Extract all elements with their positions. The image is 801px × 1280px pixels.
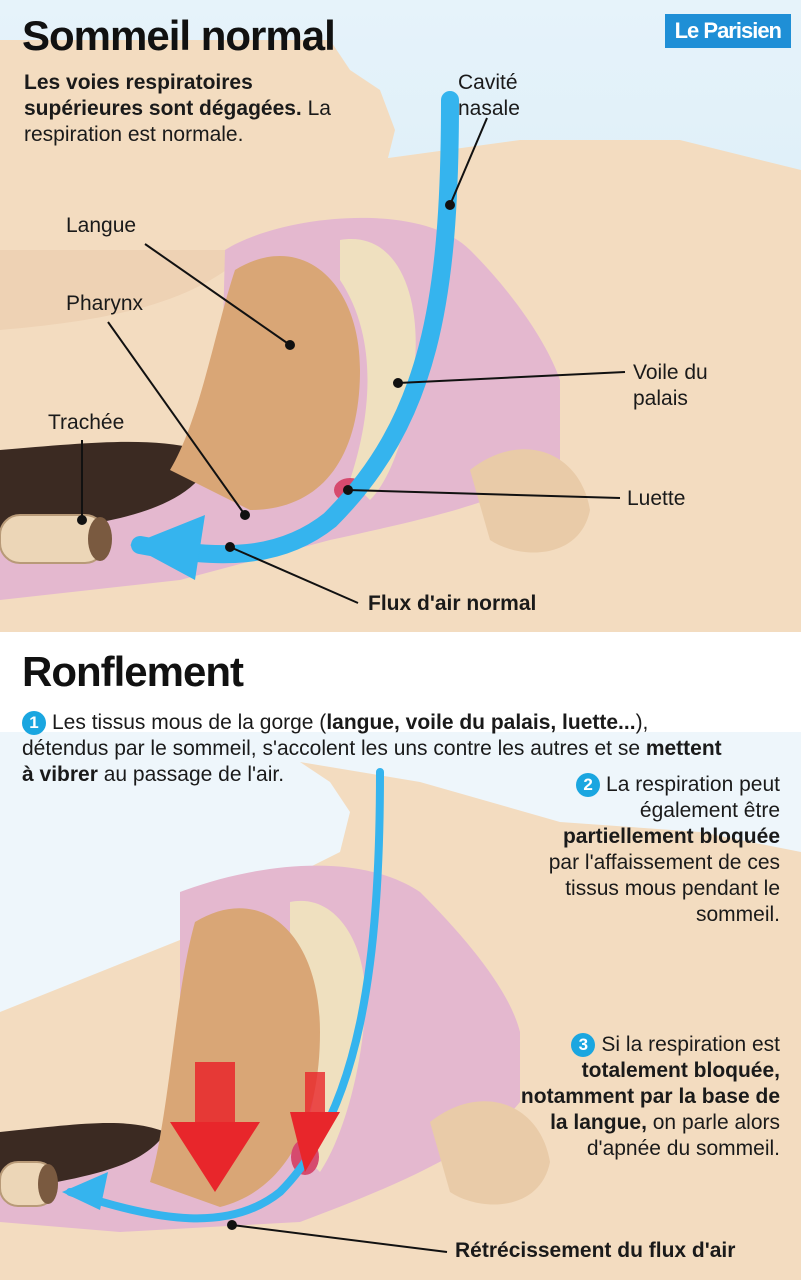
section-title-normal: Sommeil normal (22, 12, 336, 59)
number-badge-2: 2 (576, 773, 601, 798)
label-cavite-nasale: Cavité nasale (458, 71, 520, 120)
snoring-illustration (0, 732, 801, 1280)
normal-sleep-illustration (0, 40, 801, 632)
note-1-text-c: ), détendus par le sommeil, s'accolent l… (22, 711, 649, 760)
note-3-text-c: on parle alors d'apnée du sommeil. (586, 1111, 780, 1160)
label-luette: Luette (627, 487, 686, 510)
label-langue: Langue (66, 214, 137, 237)
panel-snoring: Ronflement 1 Les tissus mous de la gorge … (0, 632, 801, 1280)
panel-normal-sleep: Sommeil normal Le Parisien Les voies res… (0, 0, 801, 632)
note-3-text-a: Si la respiration est (601, 1033, 780, 1056)
number-badge-3: 3 (571, 1033, 596, 1058)
number-badge-1: 1 (22, 711, 46, 736)
note-2-text-c: par l'affaissement de ces tissus mous pe… (548, 851, 780, 926)
label-trachee: Trachée (48, 411, 125, 434)
label-flux-air-normal: Flux d'air normal (368, 592, 537, 615)
note-1-text-e: au passage de l'air. (97, 763, 285, 786)
intro-bold: Les voies respiratoires supérieures sont… (24, 71, 302, 120)
label-retrecissement: Rétrécissement du flux d'air (455, 1239, 736, 1262)
section-title-snoring: Ronflement (22, 648, 244, 695)
le-parisien-logo: Le Parisien (664, 14, 791, 48)
note-3-text-b: totalement bloquée, notamment par la bas… (520, 1059, 780, 1134)
note-1: 1 Les tissus mous de la gorge (langue, vo… (22, 710, 722, 788)
intro-normal: La respiration est normale. (24, 97, 331, 146)
note-1-text-b: langue, voile du palais, luette... (326, 711, 636, 734)
intro-text: Les voies respiratoires supérieures sont… (24, 70, 354, 148)
note-1-text-a: Les tissus mous de la gorge ( (52, 711, 327, 734)
label-pharynx: Pharynx (66, 292, 144, 315)
note-1-text-d: mettent à vibrer (22, 737, 722, 786)
note-2-text-a: La respiration peut également être (606, 773, 780, 822)
note-2-text-b: partiellement bloquée (562, 825, 780, 848)
label-voile-du-palais: Voile du palais (633, 361, 708, 410)
